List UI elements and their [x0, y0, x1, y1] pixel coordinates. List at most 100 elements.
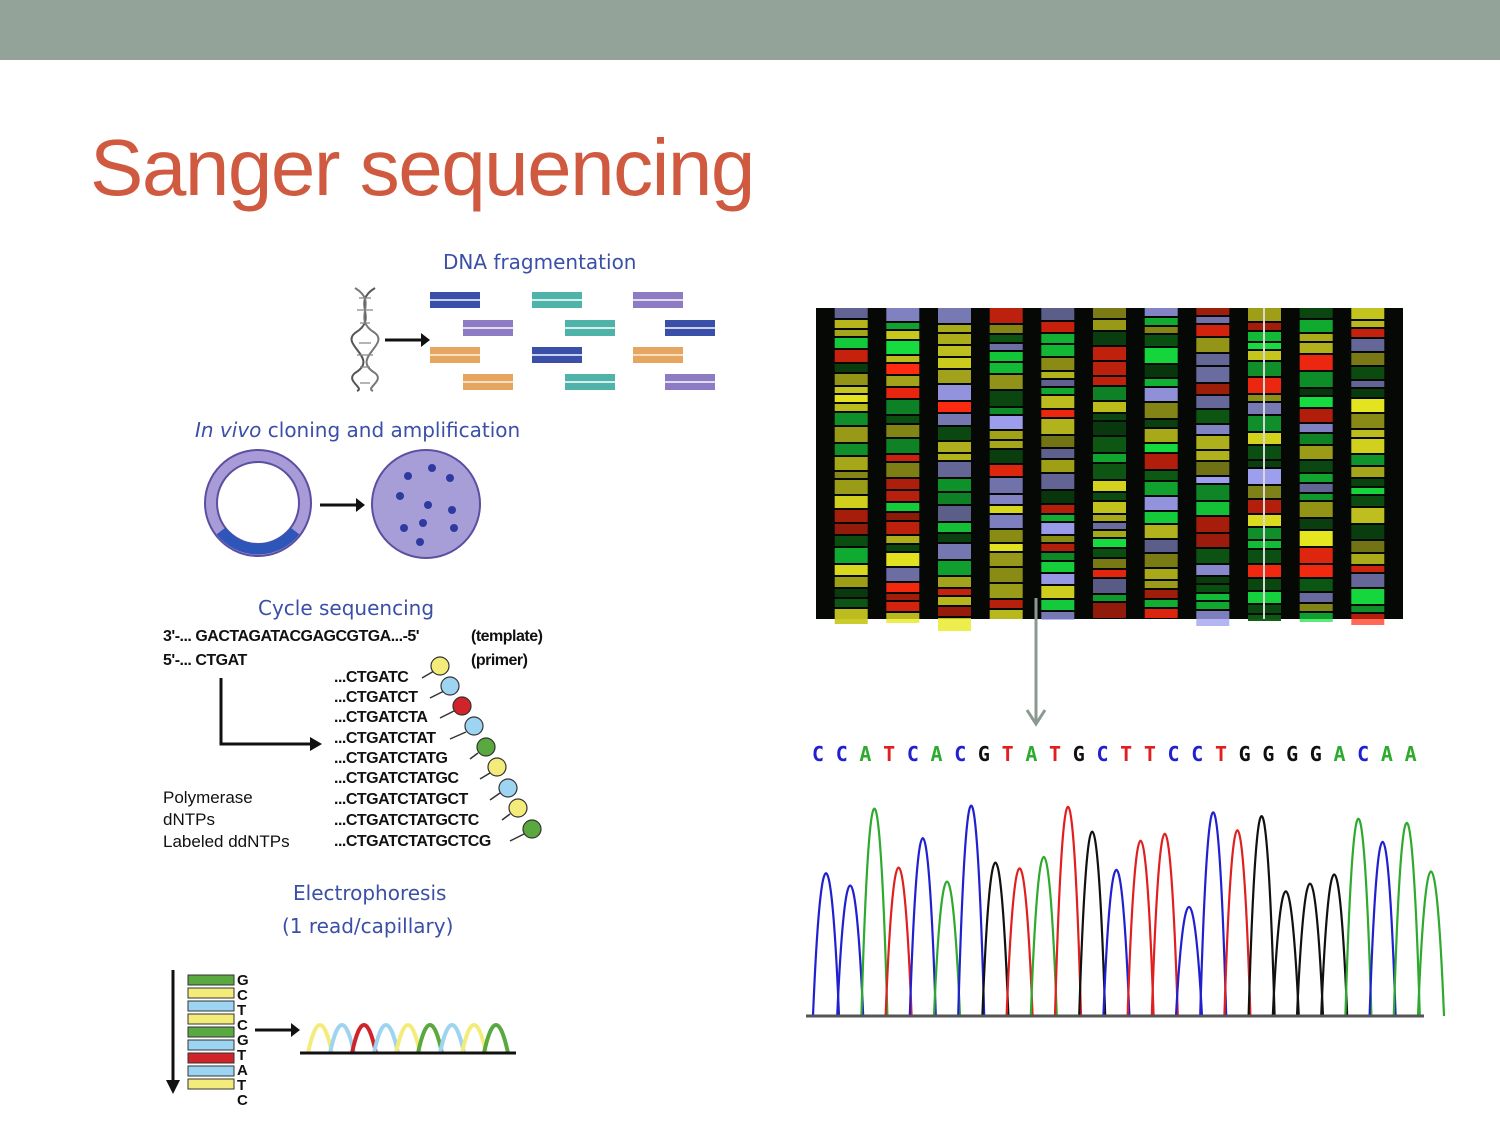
base-call: G [1309, 742, 1322, 766]
chromatogram-peak [1295, 882, 1325, 1017]
chromatogram-peak [1174, 905, 1204, 1017]
chromatogram-peak [1005, 867, 1034, 1017]
base-call: A [930, 742, 943, 766]
base-call: C [1096, 742, 1109, 766]
ladder-base: T [237, 1077, 247, 1094]
reagent-polymerase: Polymerase [163, 788, 253, 807]
step-cloning-label: In vivo cloning and amplification [195, 418, 520, 442]
colony-plate-icon [371, 449, 481, 559]
extension-product: ...CTGATCTATGCT [334, 791, 468, 808]
extension-product: ...CTGATCTATGCTCG [334, 833, 491, 850]
base-call: C [812, 742, 825, 766]
base-call: C [906, 742, 919, 766]
chromatogram-peak [1029, 856, 1058, 1017]
chromatogram-peak [1368, 840, 1397, 1017]
chromatogram-peak [1416, 870, 1446, 1017]
base-call: G [977, 742, 990, 766]
chromatogram-peak [1247, 814, 1276, 1017]
reagent-labeled-ddntps: Labeled ddNTPs [163, 832, 290, 851]
chromatogram-peak [1392, 822, 1421, 1017]
base-call: T [1143, 742, 1156, 766]
ladder-base: G [237, 972, 249, 989]
extension-product: ...CTGATCT [334, 689, 418, 706]
ladder-base: G [237, 1032, 249, 1049]
reagent-dntps: dNTPs [163, 810, 215, 829]
step-cloning-rest: cloning and amplification [261, 418, 521, 442]
base-call: A [1025, 742, 1038, 766]
dna-fragments-icon [430, 292, 715, 390]
capillary-ladder-icon [187, 974, 235, 1090]
base-call: A [1404, 742, 1417, 766]
ladder-base: T [237, 1047, 247, 1064]
chromatogram-peak [811, 872, 841, 1017]
chromatogram-peak [836, 884, 865, 1017]
base-call: C [954, 742, 967, 766]
extension-product: ...CTGATCTA [334, 709, 428, 726]
gel-to-chromatogram-arrow-icon [1025, 598, 1047, 727]
extension-product: ...CTGATCTAT [334, 730, 436, 747]
extension-product: ...CTGATCTATGC [334, 770, 459, 787]
step-cycle-sequencing-label: Cycle sequencing [258, 596, 435, 620]
mini-chromatogram-icon [300, 1023, 516, 1055]
step-dna-fragmentation-label: DNA fragmentation [443, 250, 637, 274]
fluorescent-sequencing-gel-image [816, 308, 1403, 631]
sequencing-chromatogram [806, 804, 1446, 1018]
base-call: G [1262, 742, 1275, 766]
base-call: C [835, 742, 848, 766]
ladder-base: C [237, 1092, 248, 1109]
chromatogram-peak [932, 880, 962, 1017]
chromatogram-peak [1320, 873, 1349, 1017]
base-call: C [1191, 742, 1204, 766]
base-call: T [1120, 742, 1133, 766]
base-call: T [883, 742, 896, 766]
chromatogram-peak [957, 804, 986, 1017]
chromatogram-peak [1271, 890, 1300, 1017]
chromatogram-peak [908, 837, 937, 1017]
dna-helix-icon [350, 287, 380, 392]
readout-arrow-icon [255, 1023, 300, 1037]
base-call: C [1357, 742, 1370, 766]
chromatogram-peak [860, 807, 889, 1017]
base-call: A [859, 742, 872, 766]
migration-arrow-icon [166, 970, 180, 1094]
base-call: C [1167, 742, 1180, 766]
base-call: T [1214, 742, 1227, 766]
ladder-base-labels: G C T C G T A T C [237, 973, 249, 1108]
fragmentation-arrow-icon [385, 333, 430, 347]
ladder-base: A [237, 1062, 248, 1079]
base-call: A [1380, 742, 1393, 766]
cloning-arrow-icon [320, 498, 365, 512]
base-call: T [1049, 742, 1062, 766]
extension-arrow-icon [219, 678, 322, 751]
chromatogram-peak [1344, 817, 1373, 1017]
base-call: G [1238, 742, 1251, 766]
plasmid-icon [204, 449, 312, 557]
extension-product: ...CTGATC [334, 669, 409, 686]
ladder-base: C [237, 1017, 248, 1034]
base-call: G [1286, 742, 1299, 766]
chromatogram-peak [1199, 811, 1228, 1017]
chromatogram-peak [1078, 830, 1107, 1017]
template-note: (template) [471, 628, 543, 645]
chromatogram-peak [1053, 805, 1083, 1017]
chromatogram-peak [1150, 833, 1179, 1017]
template-strand: 3'-... GACTAGATACGAGCGTGA...-5' [163, 628, 420, 645]
top-bar [0, 0, 1500, 60]
base-call: T [1001, 742, 1014, 766]
step-cloning-italic: In vivo [195, 418, 262, 442]
slide-title: Sanger sequencing [90, 123, 755, 212]
ladder-base: C [237, 987, 248, 1004]
fluorescent-label-lollipops-icon [421, 656, 542, 842]
step-electrophoresis-sublabel: (1 read/capillary) [282, 914, 454, 938]
base-call: A [1333, 742, 1346, 766]
chromatogram-peak [884, 866, 913, 1017]
chromatogram-peak [981, 861, 1010, 1017]
step-electrophoresis-label: Electrophoresis [293, 881, 447, 905]
chromatogram-peak [1102, 869, 1131, 1017]
extension-product: ...CTGATCTATG [334, 750, 448, 767]
primer-note: (primer) [471, 652, 528, 669]
primer-strand: 5'-... CTGAT [163, 652, 247, 669]
ladder-base: T [237, 1002, 247, 1019]
chromatogram-peak [1126, 839, 1155, 1017]
